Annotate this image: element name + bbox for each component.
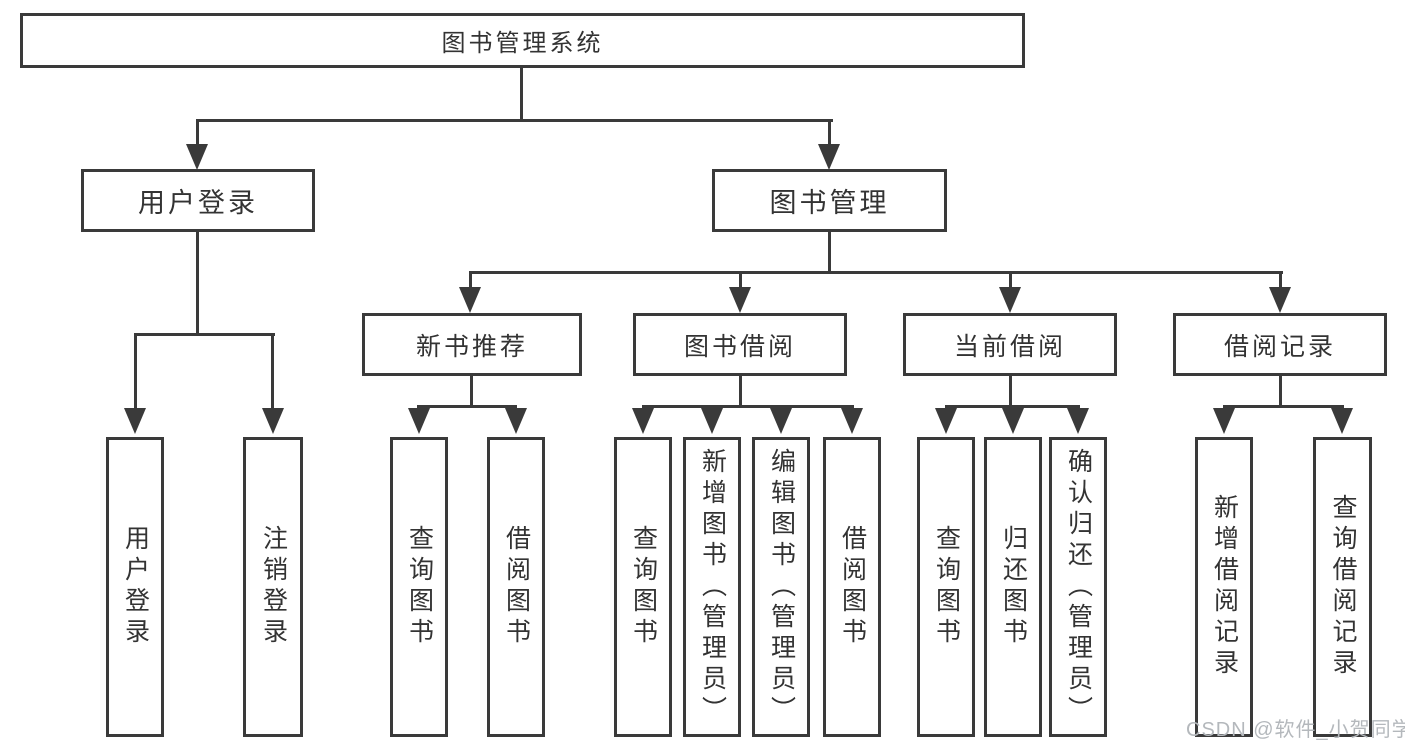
connector-stem	[828, 232, 831, 273]
node-new-book-recommend: 新书推荐	[362, 313, 582, 376]
leaf-label: 查询图书	[932, 525, 961, 649]
leaf-label: 注销登录	[259, 525, 288, 649]
watermark: CSDN @软件_小贺同学	[1186, 719, 1405, 741]
leaf-label: 新增图书（管理员）	[698, 447, 727, 727]
leaf-label: 确认归还（管理员）	[1064, 447, 1093, 727]
leaf-edit-book-admin: 编辑图书（管理员）	[752, 437, 810, 737]
connector-stem	[1279, 376, 1282, 406]
node-library-system: 图书管理系统	[20, 13, 1025, 68]
arrow-down-icon	[999, 287, 1021, 313]
connector-stem	[134, 336, 137, 410]
node-book-borrow: 图书借阅	[633, 313, 847, 376]
leaf-label: 用户登录	[121, 525, 150, 649]
arrow-down-icon	[505, 408, 527, 434]
connector-stem	[1279, 274, 1282, 288]
connector-stem	[520, 68, 523, 120]
leaf-label: 查询借阅记录	[1329, 494, 1357, 680]
leaf-query-books-borrow: 查询图书	[614, 437, 672, 737]
node-label: 图书借阅	[683, 332, 796, 361]
connector-stem	[469, 274, 472, 288]
leaf-borrow-books: 借阅图书	[823, 437, 881, 737]
leaf-label: 编辑图书（管理员）	[767, 447, 796, 727]
connector-bar	[469, 271, 1283, 274]
leaf-label: 借阅图书	[502, 525, 531, 649]
connector-bar	[945, 405, 1080, 408]
arrow-down-icon	[841, 408, 863, 434]
connector-stem	[470, 376, 473, 406]
arrow-down-icon	[729, 287, 751, 313]
connector-stem	[828, 122, 831, 146]
node-book-management: 图书管理	[712, 169, 947, 232]
arrow-down-icon	[632, 408, 654, 434]
arrow-down-icon	[1002, 408, 1024, 434]
leaf-user-login: 用户登录	[106, 437, 164, 737]
arrow-down-icon	[124, 408, 146, 434]
leaf-confirm-return-admin: 确认归还（管理员）	[1049, 437, 1107, 737]
connector-bar	[417, 405, 517, 408]
node-borrow-records: 借阅记录	[1173, 313, 1387, 376]
connector-stem	[739, 376, 742, 406]
connector-bar	[642, 405, 854, 408]
leaf-query-books-current: 查询图书	[917, 437, 975, 737]
arrow-down-icon	[186, 144, 208, 170]
leaf-query-borrow-record: 查询借阅记录	[1313, 437, 1372, 737]
arrow-down-icon	[459, 287, 481, 313]
leaf-add-book-admin: 新增图书（管理员）	[683, 437, 741, 737]
connector-bar	[1223, 405, 1344, 408]
arrow-down-icon	[1269, 287, 1291, 313]
leaf-return-book: 归还图书	[984, 437, 1042, 737]
arrow-down-icon	[1213, 408, 1235, 434]
connector-bar	[134, 333, 275, 336]
arrow-down-icon	[818, 144, 840, 170]
leaf-label: 新增借阅记录	[1210, 494, 1239, 680]
connector-stem	[196, 122, 199, 146]
leaf-label: 归还图书	[999, 525, 1028, 649]
node-label: 借阅记录	[1223, 332, 1336, 361]
node-label: 当前借阅	[953, 332, 1066, 361]
arrow-down-icon	[770, 408, 792, 434]
connector-stem	[196, 232, 199, 335]
connector-stem	[271, 336, 274, 410]
arrow-down-icon	[1067, 408, 1089, 434]
node-label: 图书管理	[769, 188, 890, 218]
node-label: 用户登录	[138, 188, 258, 218]
node-user-login: 用户登录	[81, 169, 315, 232]
leaf-label: 查询图书	[405, 525, 434, 649]
connector-bar	[196, 119, 833, 122]
arrow-down-icon	[935, 408, 957, 434]
leaf-query-books-recommend: 查询图书	[390, 437, 448, 737]
node-current-borrow: 当前借阅	[903, 313, 1117, 376]
connector-stem	[1009, 274, 1012, 288]
leaf-label: 查询图书	[629, 525, 658, 649]
connector-stem	[739, 274, 742, 288]
leaf-label: 借阅图书	[838, 525, 867, 649]
leaf-borrow-books-recommend: 借阅图书	[487, 437, 545, 737]
arrow-down-icon	[408, 408, 430, 434]
connector-stem	[1009, 376, 1012, 406]
leaf-logout: 注销登录	[243, 437, 303, 737]
node-label: 新书推荐	[415, 332, 528, 361]
leaf-add-borrow-record: 新增借阅记录	[1195, 437, 1253, 737]
arrow-down-icon	[1331, 408, 1353, 434]
arrow-down-icon	[262, 408, 284, 434]
arrow-down-icon	[701, 408, 723, 434]
node-label: 图书管理系统	[441, 30, 604, 57]
